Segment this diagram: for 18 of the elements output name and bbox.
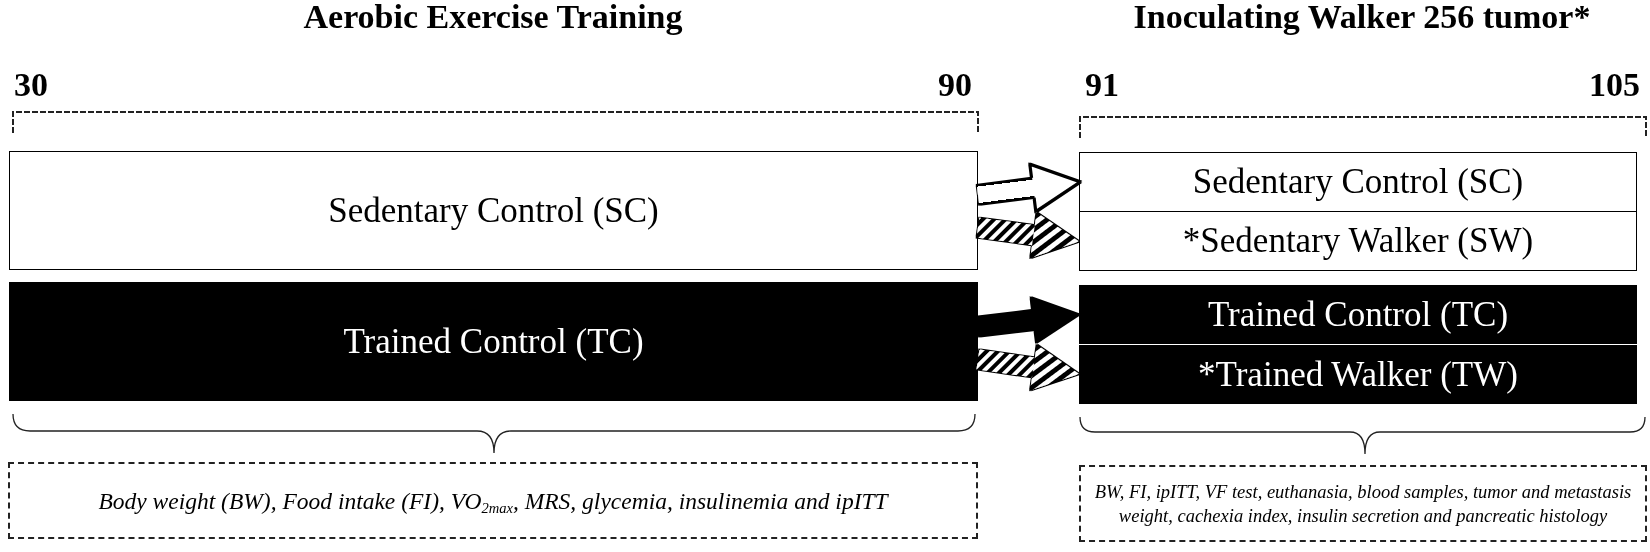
phase-title: Aerobic Exercise Training: [303, 0, 683, 34]
group-box: *Sedentary Walker (SW): [1079, 212, 1637, 271]
group-box: Trained Control (TC): [9, 282, 978, 401]
day-number: 105: [1589, 68, 1640, 102]
day-number: 91: [1085, 68, 1119, 102]
block-arrow: [976, 344, 1081, 391]
block-arrow: [976, 212, 1081, 258]
block-arrow: [976, 297, 1081, 343]
measurements-box: Body weight (BW), Food intake (FI), VO$_{2max}$, MRS, glycemia, insulinemia and ipITT: [8, 462, 978, 539]
day-number: 30: [14, 68, 48, 102]
group-box: Sedentary Control (SC): [1079, 152, 1637, 212]
group-box: *Trained Walker (TW): [1079, 344, 1637, 404]
block-arrow: [976, 163, 1081, 212]
group-box: Trained Control (TC): [1079, 285, 1637, 344]
group-box: Sedentary Control (SC): [9, 151, 978, 270]
day-number: 90: [938, 68, 972, 102]
measurements-box: BW, FI, ipITT, VF test, euthanasia, blood samples, tumor and metastasis weight, cachexia index, insulin secretion and pancreatic histology: [1079, 465, 1647, 542]
phase-title: Inoculating Walker 256 tumor*: [1133, 0, 1591, 34]
